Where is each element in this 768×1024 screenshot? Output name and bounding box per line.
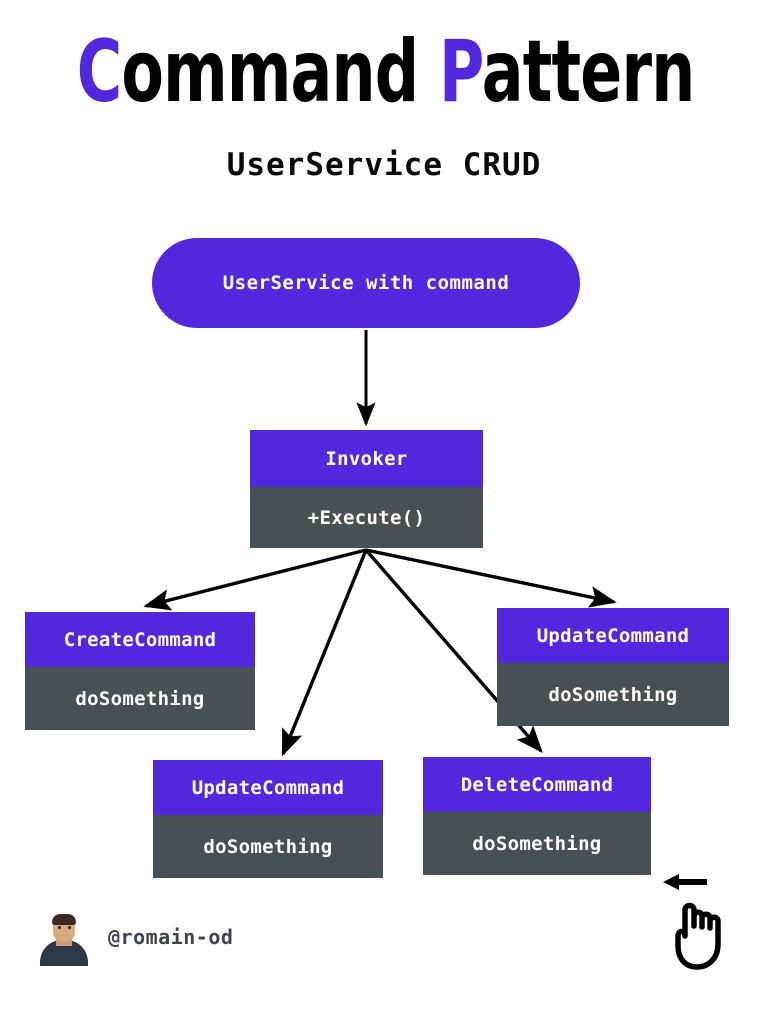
- node-userservice-label: UserService with command: [222, 272, 510, 294]
- arrow-left-icon: [663, 874, 707, 890]
- node-update-command-bottom-title: UpdateCommand: [153, 760, 383, 815]
- node-update-command-bottom[interactable]: UpdateCommand doSomething: [153, 760, 383, 878]
- node-update-command-right-title: UpdateCommand: [497, 608, 729, 663]
- node-delete-command-member: doSomething: [423, 812, 651, 875]
- author-handle: @romain-od: [108, 925, 234, 949]
- title-rest-command: ommand: [121, 22, 419, 122]
- node-delete-command-title: DeleteCommand: [423, 757, 651, 812]
- title-space: [418, 22, 439, 122]
- title-accent-p: P: [439, 22, 483, 122]
- edge-invoker-to-create-command: [143, 548, 367, 611]
- node-invoker-member: +Execute(): [250, 487, 483, 548]
- node-invoker[interactable]: Invoker +Execute(): [250, 430, 483, 548]
- node-delete-command[interactable]: DeleteCommand doSomething: [423, 757, 651, 875]
- avatar-eye-left: [58, 926, 61, 929]
- node-create-command-member: doSomething: [25, 667, 255, 730]
- title-accent-c: C: [76, 22, 122, 122]
- avatar: [38, 908, 90, 966]
- node-update-command-right-member: doSomething: [497, 663, 729, 726]
- node-update-command-right[interactable]: UpdateCommand doSomething: [497, 608, 729, 726]
- pointing-hand-icon: [675, 902, 721, 970]
- node-invoker-title: Invoker: [250, 430, 483, 487]
- page-title: Command Pattern: [77, 26, 696, 118]
- edge-invoker-to-update-command-right: [365, 548, 617, 608]
- title-rest-pattern: attern: [481, 22, 696, 122]
- page-subtitle: UserService CRUD: [226, 147, 542, 183]
- swipe-left-hint: [663, 874, 721, 970]
- node-userservice-with-command[interactable]: UserService with command: [152, 238, 580, 328]
- node-create-command[interactable]: CreateCommand doSomething: [25, 612, 255, 730]
- node-create-command-title: CreateCommand: [25, 612, 255, 667]
- node-update-command-bottom-member: doSomething: [153, 815, 383, 878]
- avatar-hair: [52, 914, 76, 925]
- avatar-eye-right: [68, 926, 71, 929]
- edge-invoker-to-update-command-bottom: [281, 549, 368, 757]
- footer-credit: @romain-od: [38, 908, 233, 966]
